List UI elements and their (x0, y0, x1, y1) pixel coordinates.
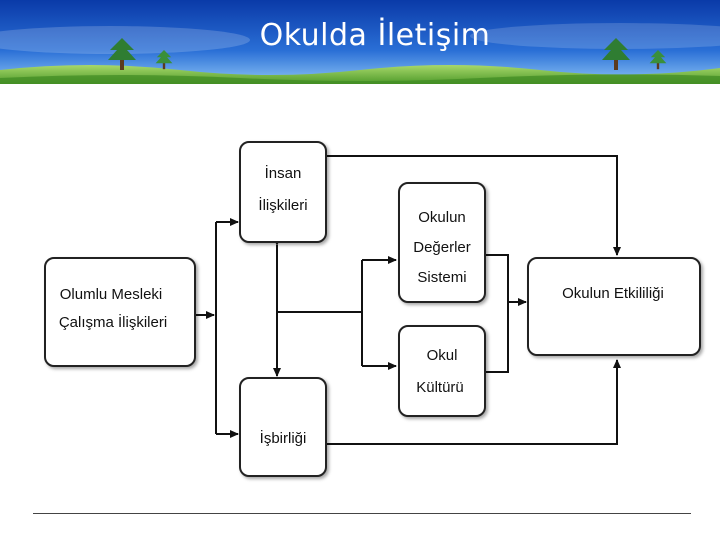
svg-text:Kültürü: Kültürü (416, 379, 464, 396)
svg-text:İnsan: İnsan (265, 164, 302, 182)
node-etkililik-line1: Okulun Etkililiği (562, 285, 664, 302)
connectors (196, 155, 621, 445)
node-olumlu-line1: Olumlu Mesleki (60, 286, 163, 303)
svg-text:Sistemi: Sistemi (417, 269, 466, 286)
node-degerler: Okulun Değerler Sistemi (398, 182, 486, 303)
svg-text:Okulun: Okulun (418, 209, 466, 226)
node-insan: İnsan İlişkileri (239, 141, 327, 243)
header-banner (0, 0, 720, 84)
svg-text:Değerler: Değerler (413, 239, 471, 256)
connector-isbirligi-to-etkililik (326, 359, 621, 445)
footer-divider (33, 513, 691, 514)
node-degerler-line3: Sistemi (417, 269, 466, 286)
node-kultur-line2: Kültürü (416, 379, 464, 396)
node-insan-line2: İlişkileri (258, 196, 307, 214)
svg-text:İşbirliği: İşbirliği (260, 429, 307, 447)
svg-text:Olumlu Mesleki: Olumlu Mesleki (60, 286, 163, 303)
svg-text:İlişkileri: İlişkileri (258, 196, 307, 214)
node-degerler-line2: Değerler (413, 239, 471, 256)
tree-icon (602, 38, 630, 70)
node-insan-line1: İnsan (265, 164, 302, 182)
tree-icon (155, 50, 173, 70)
svg-text:Okul: Okul (427, 347, 458, 364)
node-degerler-line1: Okulun (418, 209, 466, 226)
connector-insan-to-etkililik (326, 155, 621, 256)
node-kultur-line1: Okul (427, 347, 458, 364)
node-etkililik: Okulun Etkililiği (527, 257, 701, 356)
svg-text:Okulun Etkililiği: Okulun Etkililiği (562, 285, 664, 302)
node-isbirligi: İşbirliği (239, 377, 327, 477)
tree-icon (108, 38, 136, 70)
svg-text:Çalışma İlişkileri: Çalışma İlişkileri (59, 313, 167, 331)
node-isbirligi-line1: İşbirliği (260, 429, 307, 447)
banner-graphic (0, 0, 720, 84)
connector-right-join (486, 254, 509, 373)
tree-icon (649, 50, 667, 70)
node-olumlu-line2: Çalışma İlişkileri (59, 313, 167, 331)
node-olumlu: Olumlu Mesleki Çalışma İlişkileri (44, 257, 196, 367)
node-kultur: Okul Kültürü (398, 325, 486, 417)
slide-title: Okulda İletişim (259, 18, 491, 53)
